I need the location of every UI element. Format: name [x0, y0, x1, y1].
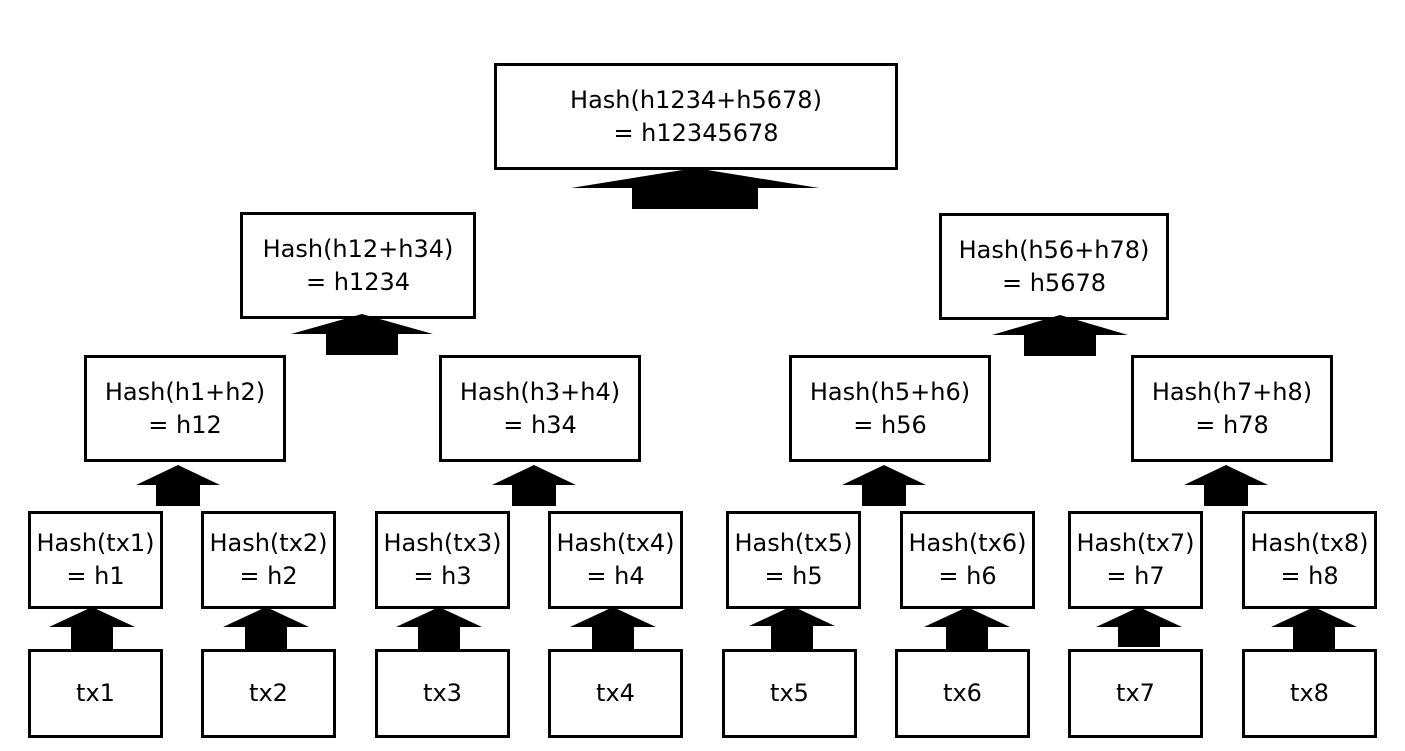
hash-node-h78: Hash(h7+h8) = h78 — [1131, 355, 1333, 462]
node-hash-result: = h1 — [66, 562, 125, 590]
up-arrow-icon — [992, 315, 1128, 356]
up-arrow-shape — [291, 314, 433, 355]
hash-node-h56: Hash(h5+h6) = h56 — [789, 355, 991, 462]
node-hash-expression: Hash(tx3) — [383, 529, 502, 557]
node-hash-result: = h78 — [1195, 410, 1269, 439]
up-arrow-shape — [992, 315, 1128, 356]
up-arrow-icon — [492, 465, 576, 506]
up-arrow-shape — [223, 607, 309, 649]
node-hash-result: = h7 — [1106, 562, 1165, 590]
node-hash-expression: Hash(tx6) — [908, 529, 1027, 557]
up-arrow-shape — [1184, 465, 1268, 506]
node-hash-expression: Hash(h1234+h5678) — [570, 85, 822, 114]
transaction-node-tx8: tx8 — [1242, 649, 1377, 738]
transaction-node-tx5: tx5 — [722, 649, 857, 738]
up-arrow-icon — [842, 465, 926, 506]
node-hash-result: = h4 — [586, 562, 645, 590]
node-hash-expression: Hash(h56+h78) — [958, 235, 1150, 264]
up-arrow-icon — [570, 607, 656, 649]
up-arrow-icon — [136, 465, 220, 506]
transaction-node-tx4: tx4 — [548, 649, 683, 738]
node-hash-expression: Hash(tx2) — [209, 529, 328, 557]
transaction-node-tx2: tx2 — [201, 649, 336, 738]
hash-node-h2: Hash(tx2) = h2 — [201, 511, 336, 609]
up-arrow-shape — [924, 607, 1010, 649]
up-arrow-shape — [49, 607, 135, 649]
up-arrow-shape — [136, 465, 220, 506]
hash-node-h3: Hash(tx3) = h3 — [375, 511, 510, 609]
node-hash-result: = h12345678 — [613, 118, 779, 147]
node-hash-result: = h56 — [853, 410, 927, 439]
up-arrow-icon — [1096, 607, 1182, 647]
node-hash-expression: Hash(h3+h4) — [459, 377, 621, 406]
hash-node-h4: Hash(tx4) = h4 — [548, 511, 683, 609]
hash-node-h1: Hash(tx1) = h1 — [28, 511, 163, 609]
transaction-label: tx1 — [76, 679, 115, 707]
transaction-label: tx7 — [1116, 679, 1155, 707]
node-hash-expression: Hash(h1+h2) — [104, 377, 266, 406]
root-hash-node: Hash(h1234+h5678) = h12345678 — [494, 63, 898, 170]
hash-node-h1234: Hash(h12+h34) = h1234 — [240, 212, 476, 319]
hash-node-h12: Hash(h1+h2) = h12 — [84, 355, 286, 462]
node-hash-result: = h12 — [148, 410, 222, 439]
hash-node-h6: Hash(tx6) = h6 — [900, 511, 1035, 609]
up-arrow-shape — [1271, 607, 1357, 649]
transaction-node-tx3: tx3 — [375, 649, 510, 738]
node-hash-expression: Hash(h7+h8) — [1151, 377, 1313, 406]
up-arrow-icon — [49, 607, 135, 649]
up-arrow-shape — [570, 607, 656, 649]
transaction-label: tx5 — [770, 679, 809, 707]
up-arrow-shape — [842, 465, 926, 506]
transaction-label: tx3 — [423, 679, 462, 707]
up-arrow-shape — [492, 465, 576, 506]
node-hash-expression: Hash(tx4) — [556, 529, 675, 557]
up-arrow-icon — [1184, 465, 1268, 506]
node-hash-expression: Hash(tx5) — [734, 529, 853, 557]
node-hash-result: = h34 — [503, 410, 577, 439]
node-hash-expression: Hash(h5+h6) — [809, 377, 971, 406]
transaction-node-tx6: tx6 — [895, 649, 1030, 738]
node-hash-result: = h5 — [764, 562, 823, 590]
node-hash-result: = h6 — [938, 562, 997, 590]
node-hash-result: = h5678 — [1001, 268, 1107, 297]
up-arrow-shape — [396, 607, 482, 649]
up-arrow-shape — [1096, 607, 1182, 647]
up-arrow-icon — [924, 607, 1010, 649]
up-arrow-icon — [223, 607, 309, 649]
node-hash-result: = h8 — [1280, 562, 1339, 590]
node-hash-expression: Hash(tx7) — [1076, 529, 1195, 557]
transaction-label: tx8 — [1290, 679, 1329, 707]
up-arrow-icon — [571, 168, 819, 209]
up-arrow-icon — [749, 606, 835, 649]
transaction-label: tx6 — [943, 679, 982, 707]
up-arrow-icon — [291, 314, 433, 355]
node-hash-result: = h1234 — [305, 267, 411, 296]
up-arrow-shape — [749, 606, 835, 649]
transaction-label: tx4 — [596, 679, 635, 707]
hash-node-h5: Hash(tx5) = h5 — [726, 511, 861, 609]
up-arrow-shape — [571, 168, 819, 209]
hash-node-h34: Hash(h3+h4) = h34 — [439, 355, 641, 462]
node-hash-result: = h2 — [239, 562, 298, 590]
node-hash-expression: Hash(tx1) — [36, 529, 155, 557]
node-hash-expression: Hash(tx8) — [1250, 529, 1369, 557]
hash-node-h8: Hash(tx8) = h8 — [1242, 511, 1377, 609]
up-arrow-icon — [396, 607, 482, 649]
transaction-label: tx2 — [249, 679, 288, 707]
transaction-node-tx1: tx1 — [28, 649, 163, 738]
transaction-node-tx7: tx7 — [1068, 649, 1203, 738]
hash-node-h7: Hash(tx7) = h7 — [1068, 511, 1203, 609]
node-hash-expression: Hash(h12+h34) — [262, 234, 454, 263]
node-hash-result: = h3 — [413, 562, 472, 590]
hash-node-h5678: Hash(h56+h78) = h5678 — [939, 213, 1169, 320]
up-arrow-icon — [1271, 607, 1357, 649]
